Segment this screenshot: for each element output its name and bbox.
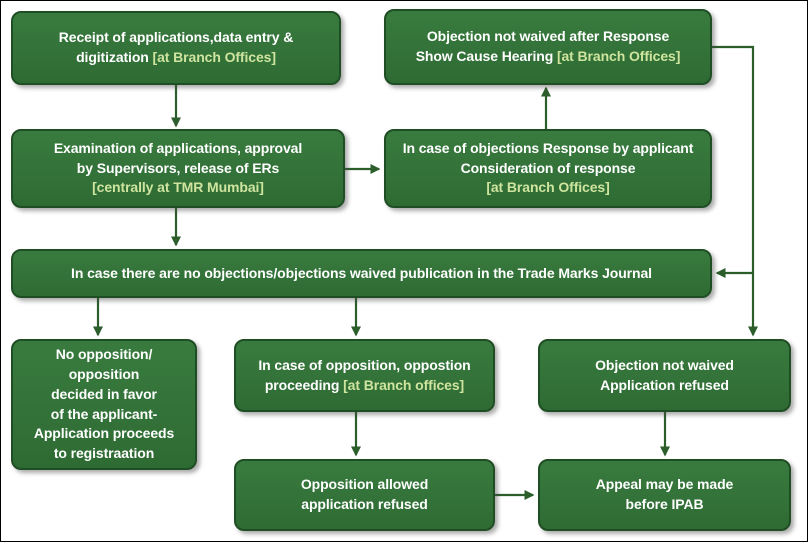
box-line: opposition	[69, 365, 140, 385]
text-segment: of the applicant-	[50, 405, 158, 422]
box-line: Objection not waived	[595, 356, 734, 376]
text-segment: In case of objections Response by applic…	[402, 139, 694, 156]
box-line: Examination of applications, approval	[54, 139, 302, 159]
box-line: proceeding [at Branch offices]	[265, 376, 464, 396]
text-segment: digitization	[76, 49, 153, 65]
text-segment: by Supervisors, release of ERs	[76, 159, 280, 176]
box-line: In case of opposition, oppostion	[258, 356, 470, 376]
box-line: to registraation	[54, 444, 154, 464]
box-receipt-digitization: Receipt of applications,data entry & dig…	[11, 11, 341, 85]
text-segment: Objection not waived	[595, 356, 734, 373]
text-segment: Consideration of response	[460, 159, 636, 176]
text-segment: decided in favor	[51, 385, 157, 402]
bracket-segment: [centrally at TMR Mumbai]	[92, 179, 264, 196]
box-line: Application proceeds	[34, 424, 174, 444]
text-segment: Show Cause Hearing	[415, 48, 557, 64]
box-line: In case of objections Response by applic…	[403, 139, 694, 159]
box-appeal-ipab: Appeal may be made before IPAB	[538, 459, 791, 531]
text-segment: In case there are no objections/objectio…	[71, 264, 652, 281]
text-segment: Objection not waived after Response	[426, 28, 670, 45]
box-opposition-proceeding: In case of opposition, oppostion proceed…	[234, 339, 495, 412]
bracket-segment: [at Branch Offices]	[556, 48, 681, 64]
box-line: Receipt of applications,data entry &	[58, 28, 294, 48]
box-line: Show Cause Hearing [at Branch Offices]	[416, 47, 681, 67]
text-segment: Appeal may be made	[595, 476, 734, 493]
text-segment: Receipt of applications,data entry &	[58, 29, 294, 46]
box-line: Appeal may be made	[595, 475, 734, 495]
box-examination-approval: Examination of applications, approval by…	[11, 129, 345, 208]
box-publication-trade-marks-journal: In case there are no objections/objectio…	[11, 249, 712, 298]
box-line: before IPAB	[626, 495, 704, 515]
box-objection-not-waived-refused: Objection not waived Application refused	[538, 339, 791, 412]
arrow-show-cause-to-objection-refused	[712, 45, 758, 337]
text-segment: In case of opposition, oppostion	[258, 356, 471, 373]
bracket-segment: [at Branch Offices]	[152, 49, 276, 65]
text-segment: before IPAB	[625, 496, 704, 512]
text-segment: Examination of applications, approval	[53, 139, 303, 156]
box-line: Application refused	[600, 376, 729, 396]
text-segment: Opposition allowed	[300, 476, 429, 493]
text-segment: application refused	[301, 496, 428, 512]
box-line: decided in favor	[51, 385, 157, 405]
text-segment: Application refused	[600, 376, 729, 393]
box-line: application refused	[301, 495, 428, 515]
box-line: digitization [at Branch Offices]	[76, 48, 276, 68]
bracket-segment: [at Branch Offices]	[486, 179, 610, 196]
box-line: [centrally at TMR Mumbai]	[92, 178, 264, 198]
box-line: Consideration of response	[461, 159, 636, 179]
box-objection-not-waived-show-cause: Objection not waived after Response Show…	[384, 9, 712, 85]
box-line: In case there are no objections/objectio…	[71, 264, 652, 284]
text-segment: to registraation	[53, 445, 155, 462]
box-line: No opposition/	[56, 345, 153, 365]
bracket-segment: [at Branch offices]	[343, 376, 465, 393]
box-line: Objection not waived after Response	[427, 27, 669, 47]
box-line: of the applicant-	[50, 405, 158, 425]
text-segment: proceeding	[264, 376, 344, 393]
box-line: Opposition allowed	[301, 475, 428, 495]
box-line: by Supervisors, release of ERs	[76, 159, 280, 179]
text-segment: opposition	[68, 365, 140, 382]
box-objections-response-consideration: In case of objections Response by applic…	[384, 129, 712, 208]
box-no-opposition-registration: No opposition/ opposition decided in fav…	[11, 339, 197, 470]
box-line: [at Branch Offices]	[486, 178, 609, 198]
box-opposition-allowed-refused: Opposition allowed application refused	[234, 459, 495, 531]
text-segment: Application proceeds	[33, 425, 175, 442]
text-segment: No opposition/	[55, 345, 153, 362]
